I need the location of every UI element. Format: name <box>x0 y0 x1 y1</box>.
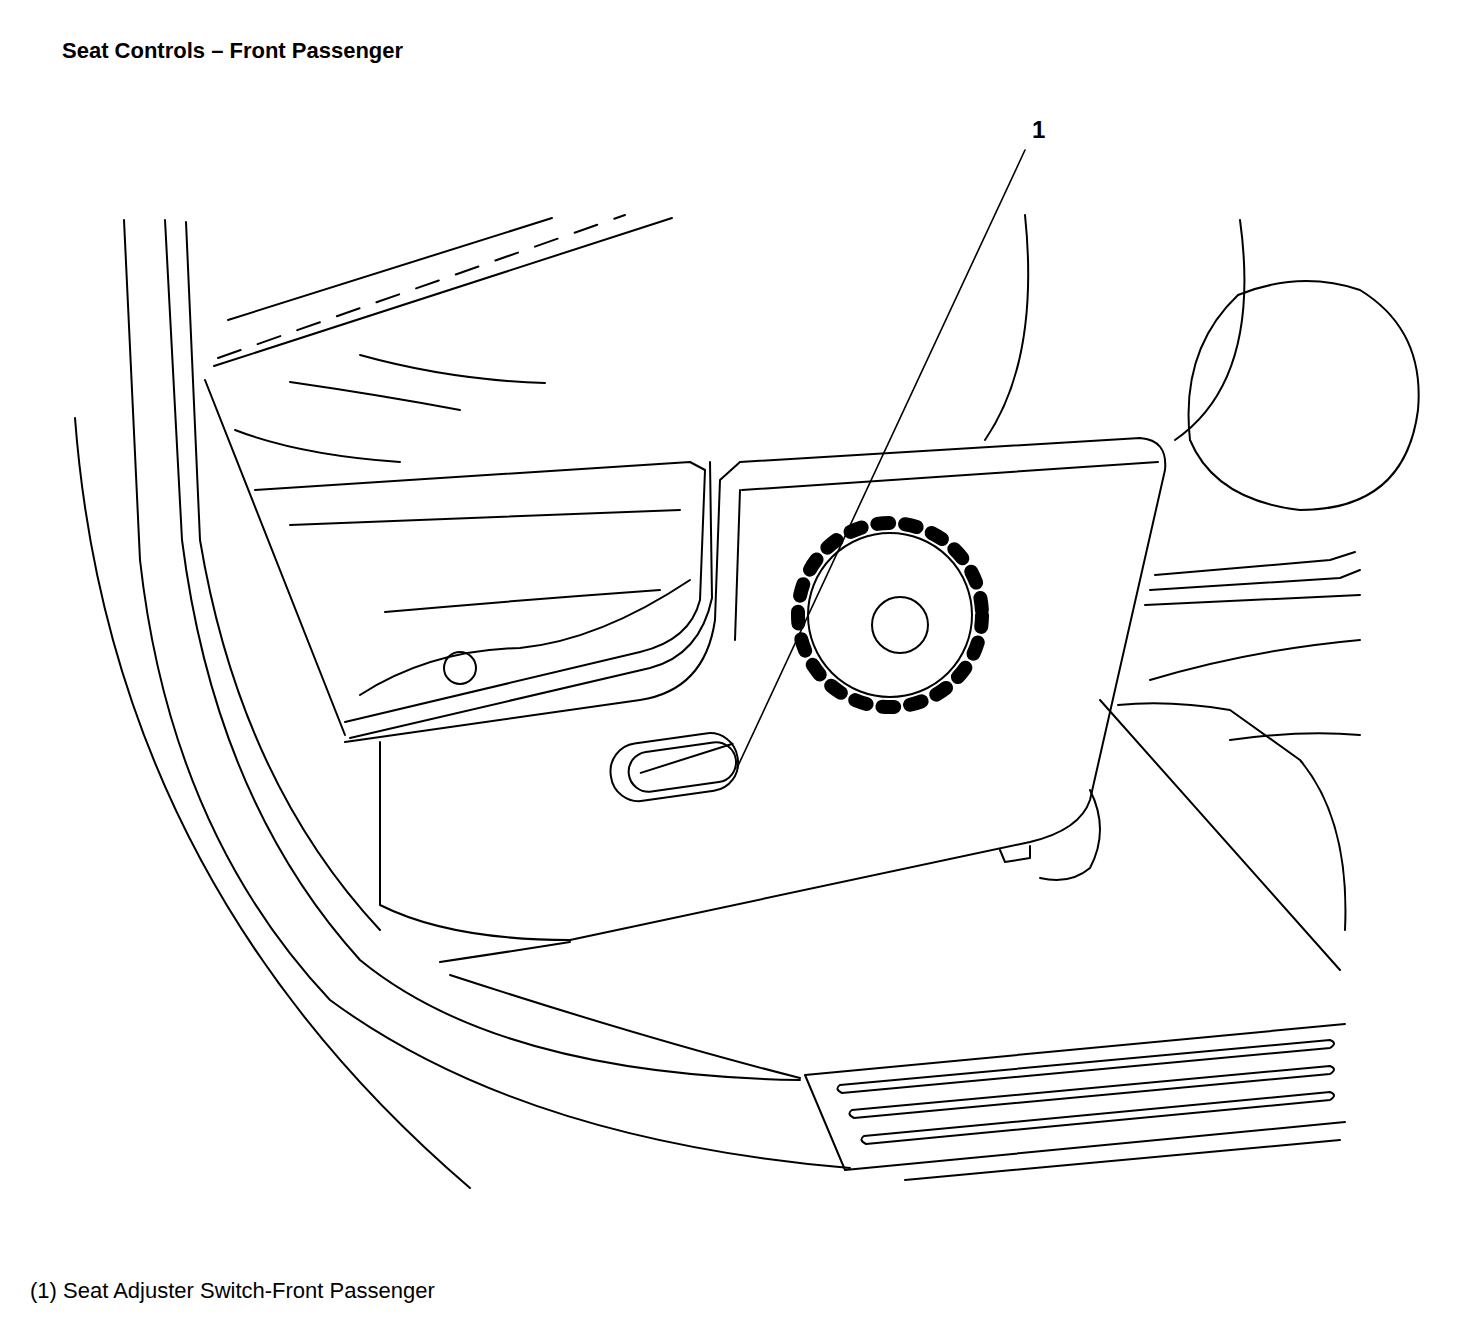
door-frame <box>75 418 470 1188</box>
diagram-title: Seat Controls – Front Passenger <box>62 38 403 64</box>
callout-number: 1 <box>1030 116 1047 144</box>
side-shield <box>742 462 1158 490</box>
side-shield <box>345 438 1165 940</box>
dash-line <box>235 430 400 462</box>
sill-plate-rib <box>849 1066 1334 1118</box>
seat-recess <box>290 510 680 525</box>
side-shield <box>735 490 740 640</box>
headrest <box>1189 281 1419 510</box>
recline-knob-center <box>872 597 928 653</box>
sill-plate-rib <box>861 1092 1334 1144</box>
seat-adjuster-switch <box>607 729 742 804</box>
seat-recess <box>255 462 705 722</box>
floor-line <box>1118 703 1345 930</box>
sill-plate <box>805 1024 1345 1170</box>
dash-line <box>214 218 672 366</box>
seat-recess <box>360 580 690 695</box>
sill-plate-rib <box>837 1040 1334 1093</box>
recline-knob <box>798 523 982 707</box>
rear-floor <box>1145 595 1360 605</box>
recess-fastener <box>444 652 476 684</box>
rear-floor <box>1150 570 1360 590</box>
door-frame <box>205 380 345 735</box>
rear-floor <box>1150 640 1360 680</box>
floor-line <box>440 942 570 962</box>
dash-line <box>360 355 545 383</box>
seat-back <box>985 215 1028 440</box>
leader-line <box>737 150 1025 768</box>
dash-line <box>228 218 552 320</box>
seat-recess <box>385 590 660 612</box>
dash-line <box>218 215 625 358</box>
rear-floor <box>1230 733 1360 740</box>
dash-line <box>290 382 460 410</box>
side-shield <box>1000 846 1030 862</box>
diagram-caption: (1) Seat Adjuster Switch-Front Passenger <box>30 1278 435 1304</box>
door-frame <box>165 220 800 1080</box>
rear-floor <box>1155 552 1355 575</box>
door-frame <box>124 220 850 1168</box>
floor-line <box>1100 700 1340 970</box>
seat-track <box>1040 790 1100 880</box>
door-frame <box>186 222 380 930</box>
recline-knob <box>808 533 972 697</box>
floor-line <box>450 975 800 1078</box>
sill-plate <box>905 1140 1340 1180</box>
